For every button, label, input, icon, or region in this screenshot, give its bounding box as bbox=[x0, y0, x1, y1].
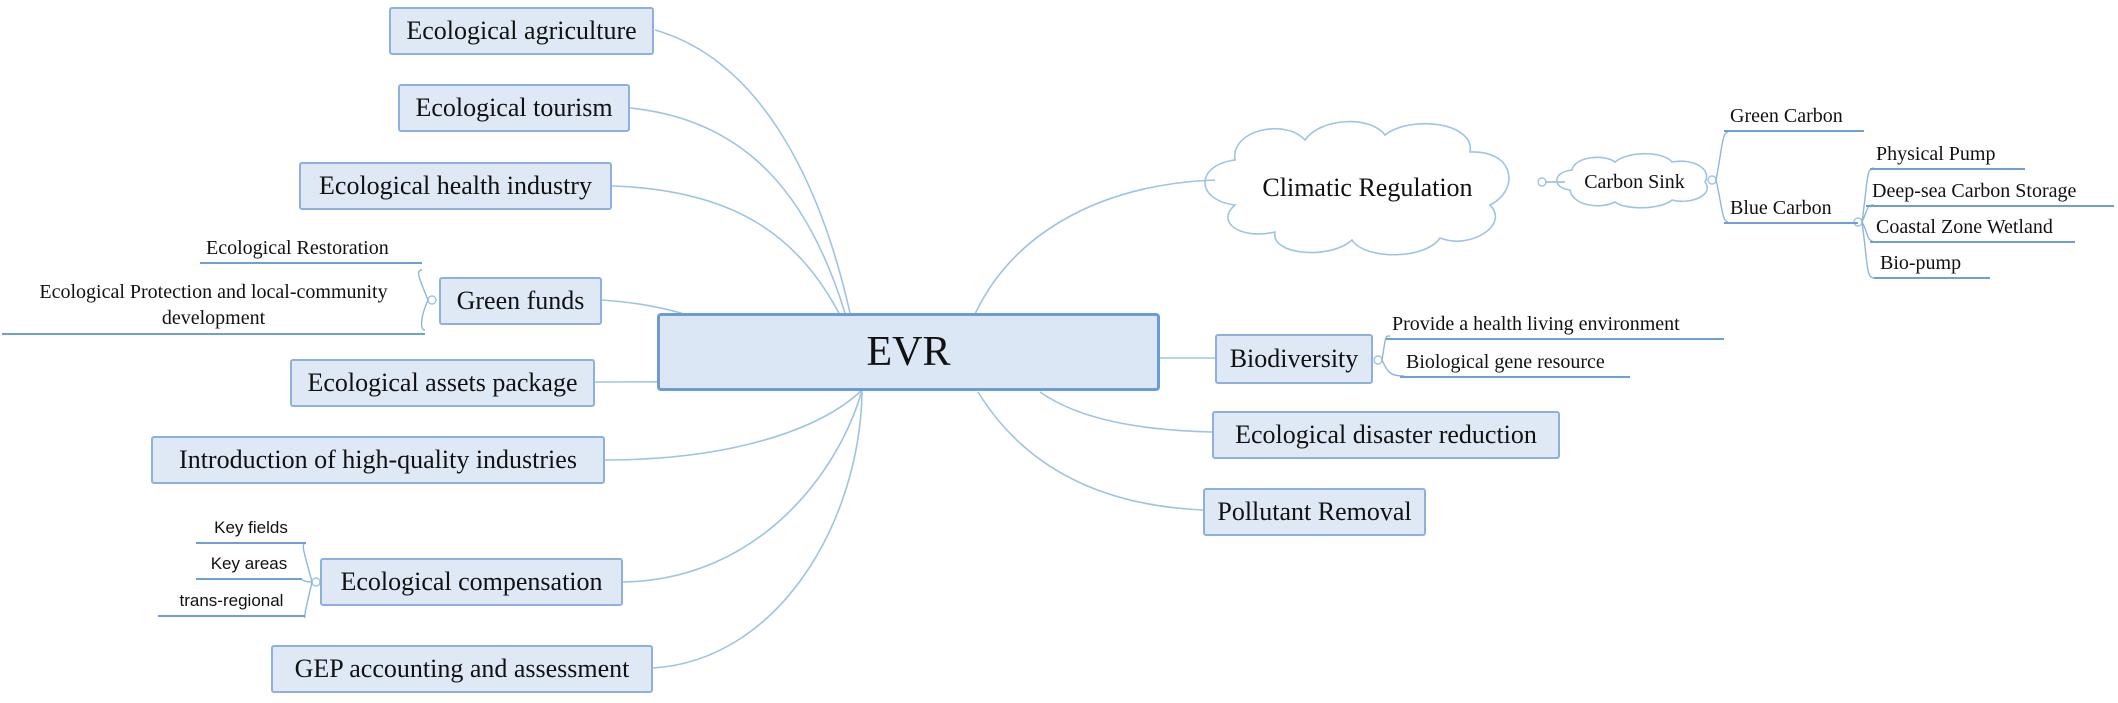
link-ecological-restoration bbox=[418, 269, 429, 301]
link-gep-accounting bbox=[652, 391, 863, 669]
node-dot-carbon-sink bbox=[1707, 175, 1717, 185]
link-blue-carbon bbox=[1715, 179, 1729, 223]
leaf-provide-health-living-environment: Provide a health living environment bbox=[1386, 312, 1724, 340]
leaf-coastal-zone-wetland: Coastal Zone Wetland bbox=[1870, 215, 2075, 243]
node-ecological-tourism[interactable]: Ecological tourism bbox=[398, 84, 630, 132]
leaf-trans-regional: trans-regional bbox=[158, 589, 305, 617]
link-ecological-compensation bbox=[622, 389, 863, 583]
leaf-ecological-restoration: Ecological Restoration bbox=[200, 236, 422, 264]
leaf-physical-pump: Physical Pump bbox=[1870, 142, 2025, 170]
link-health-living bbox=[1381, 335, 1391, 361]
link-disaster-reduction bbox=[1039, 391, 1213, 433]
node-green-funds[interactable]: Green funds bbox=[439, 277, 602, 325]
node-dot-compensation bbox=[311, 577, 321, 587]
leaf-biological-gene-resource: Biological gene resource bbox=[1400, 350, 1630, 378]
link-bio-pump bbox=[1861, 221, 1875, 279]
node-introduction-high-quality-industries[interactable]: Introduction of high-quality industries bbox=[151, 436, 605, 484]
leaf-ecological-protection: Ecological Protection and local-communit… bbox=[2, 279, 425, 335]
node-ecological-compensation[interactable]: Ecological compensation bbox=[320, 558, 623, 606]
leaf-green-carbon: Green Carbon bbox=[1724, 104, 1864, 132]
leaf-deep-sea-carbon-storage: Deep-sea Carbon Storage bbox=[1866, 179, 2114, 207]
link-ecological-health-industry bbox=[611, 185, 841, 316]
node-carbon-sink[interactable]: Carbon Sink bbox=[1584, 170, 1685, 193]
link-ecological-agriculture bbox=[654, 29, 851, 314]
link-key-fields bbox=[302, 542, 313, 583]
link-gene-resource bbox=[1381, 359, 1405, 377]
leaf-bio-pump: Bio-pump bbox=[1874, 251, 1990, 279]
link-trans-regional bbox=[304, 581, 313, 619]
node-gep-accounting-assessment[interactable]: GEP accounting and assessment bbox=[271, 645, 653, 693]
node-dot-climatic bbox=[1537, 177, 1547, 187]
link-ecological-tourism bbox=[629, 107, 846, 314]
link-key-areas bbox=[301, 579, 313, 583]
central-node-evr[interactable]: EVR bbox=[657, 313, 1160, 391]
node-dot-green-funds bbox=[427, 295, 437, 305]
node-ecological-health-industry[interactable]: Ecological health industry bbox=[299, 162, 612, 210]
leaf-blue-carbon: Blue Carbon bbox=[1724, 196, 1858, 224]
cloud-carbon-sink bbox=[1555, 152, 1708, 209]
node-biodiversity[interactable]: Biodiversity bbox=[1215, 334, 1373, 384]
link-green-carbon bbox=[1715, 131, 1729, 181]
node-ecological-disaster-reduction[interactable]: Ecological disaster reduction bbox=[1212, 411, 1560, 459]
node-climatic-regulation[interactable]: Climatic Regulation bbox=[1262, 173, 1473, 202]
link-pollutant-removal bbox=[977, 391, 1204, 511]
node-ecological-assets-package[interactable]: Ecological assets package bbox=[290, 359, 595, 407]
link-climatic-regulation bbox=[974, 179, 1216, 315]
leaf-key-areas: Key areas bbox=[196, 552, 302, 580]
cloud-climatic-regulation bbox=[1204, 120, 1510, 256]
node-dot-biodiversity bbox=[1373, 355, 1383, 365]
node-ecological-agriculture[interactable]: Ecological agriculture bbox=[389, 7, 654, 55]
node-pollutant-removal[interactable]: Pollutant Removal bbox=[1203, 488, 1426, 536]
leaf-key-fields: Key fields bbox=[196, 516, 306, 544]
link-ecological-protection bbox=[420, 299, 429, 331]
link-introduction-industries bbox=[604, 389, 863, 461]
